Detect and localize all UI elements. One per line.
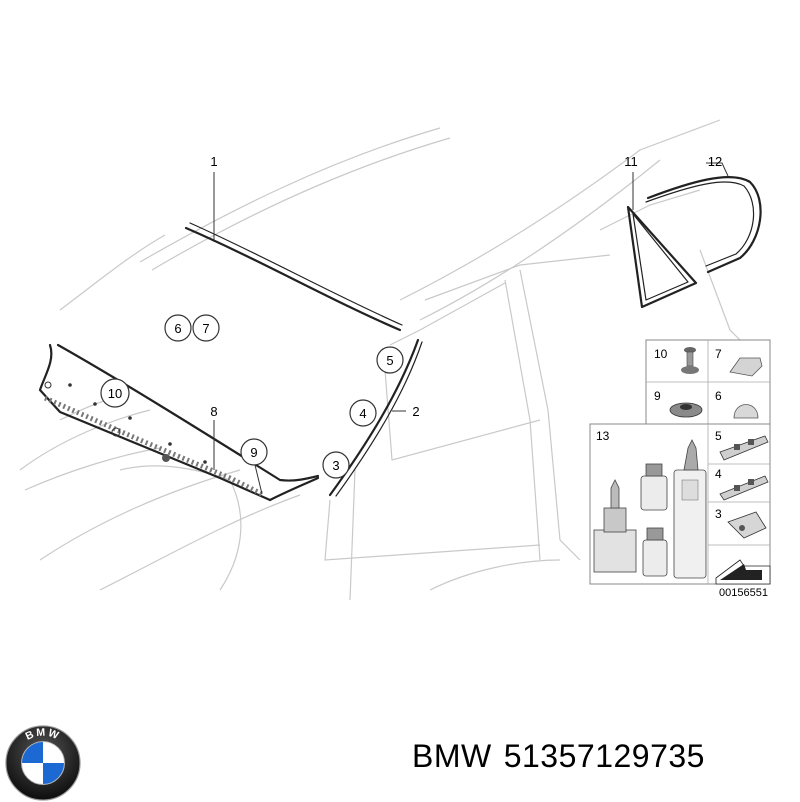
small-parts-inset: 10 7 9 6	[645, 339, 771, 425]
part-number: 51357129735	[503, 738, 705, 774]
svg-text:10: 10	[654, 347, 668, 361]
clip-icon	[719, 435, 769, 461]
adhesive-cartridge-icon	[673, 439, 707, 579]
svg-text:BMW: BMW	[24, 727, 62, 743]
svg-text:5: 5	[715, 429, 722, 443]
primer-bottle-icon	[640, 463, 668, 511]
callout-11: 11	[624, 154, 638, 169]
svg-text:10: 10	[108, 386, 122, 401]
svg-text:7: 7	[715, 347, 722, 361]
clip-icon	[727, 511, 767, 539]
svg-text:11: 11	[624, 154, 638, 169]
grommet-icon	[669, 402, 703, 418]
callout-9: 9	[240, 438, 268, 466]
svg-text:5: 5	[386, 353, 393, 368]
bmw-logo: BMW	[5, 725, 81, 801]
callout-2: 2	[412, 404, 419, 419]
dome-cap-icon	[733, 404, 759, 419]
activator-bottle-icon	[642, 527, 668, 577]
svg-text:2: 2	[412, 404, 419, 419]
arrow-icon	[715, 559, 771, 585]
svg-text:8: 8	[210, 404, 217, 419]
svg-text:9: 9	[654, 389, 661, 403]
callout-8: 8	[210, 404, 217, 419]
callout-3: 3	[322, 451, 350, 479]
adhesive-kit-inset: 13 5 4 3	[589, 423, 771, 585]
callout-4: 4	[349, 399, 377, 427]
part-8-cowl-panel	[38, 343, 320, 502]
callout-5: 5	[376, 346, 404, 374]
callout-6: 6	[164, 314, 192, 342]
svg-text:13: 13	[596, 429, 610, 443]
svg-text:3: 3	[332, 458, 339, 473]
svg-text:6: 6	[174, 321, 181, 336]
svg-text:6: 6	[715, 389, 722, 403]
svg-text:4: 4	[715, 467, 722, 481]
svg-text:7: 7	[202, 321, 209, 336]
callout-12: 12	[708, 154, 722, 169]
svg-text:1: 1	[210, 154, 217, 169]
callout-1: 1	[210, 154, 217, 169]
wedge-block-icon	[729, 357, 763, 377]
part-11-quarter-glass	[626, 205, 698, 309]
svg-text:9: 9	[250, 445, 257, 460]
brand-part-line: BMW 51357129735	[412, 738, 717, 775]
brand-name: BMW	[412, 738, 492, 774]
callout-10: 10	[100, 378, 130, 408]
car-body-outline	[19, 119, 741, 601]
part-12-window-seal	[645, 176, 762, 274]
svg-text:4: 4	[359, 406, 366, 421]
drawing-number: 00156551	[719, 587, 768, 599]
svg-text:12: 12	[708, 154, 722, 169]
applicator-bottle-icon	[593, 479, 637, 573]
clip-icon	[719, 475, 769, 501]
svg-text:3: 3	[715, 507, 722, 521]
callout-7: 7	[192, 314, 220, 342]
part-1-top-moulding	[184, 226, 402, 332]
screw-icon	[681, 347, 699, 374]
